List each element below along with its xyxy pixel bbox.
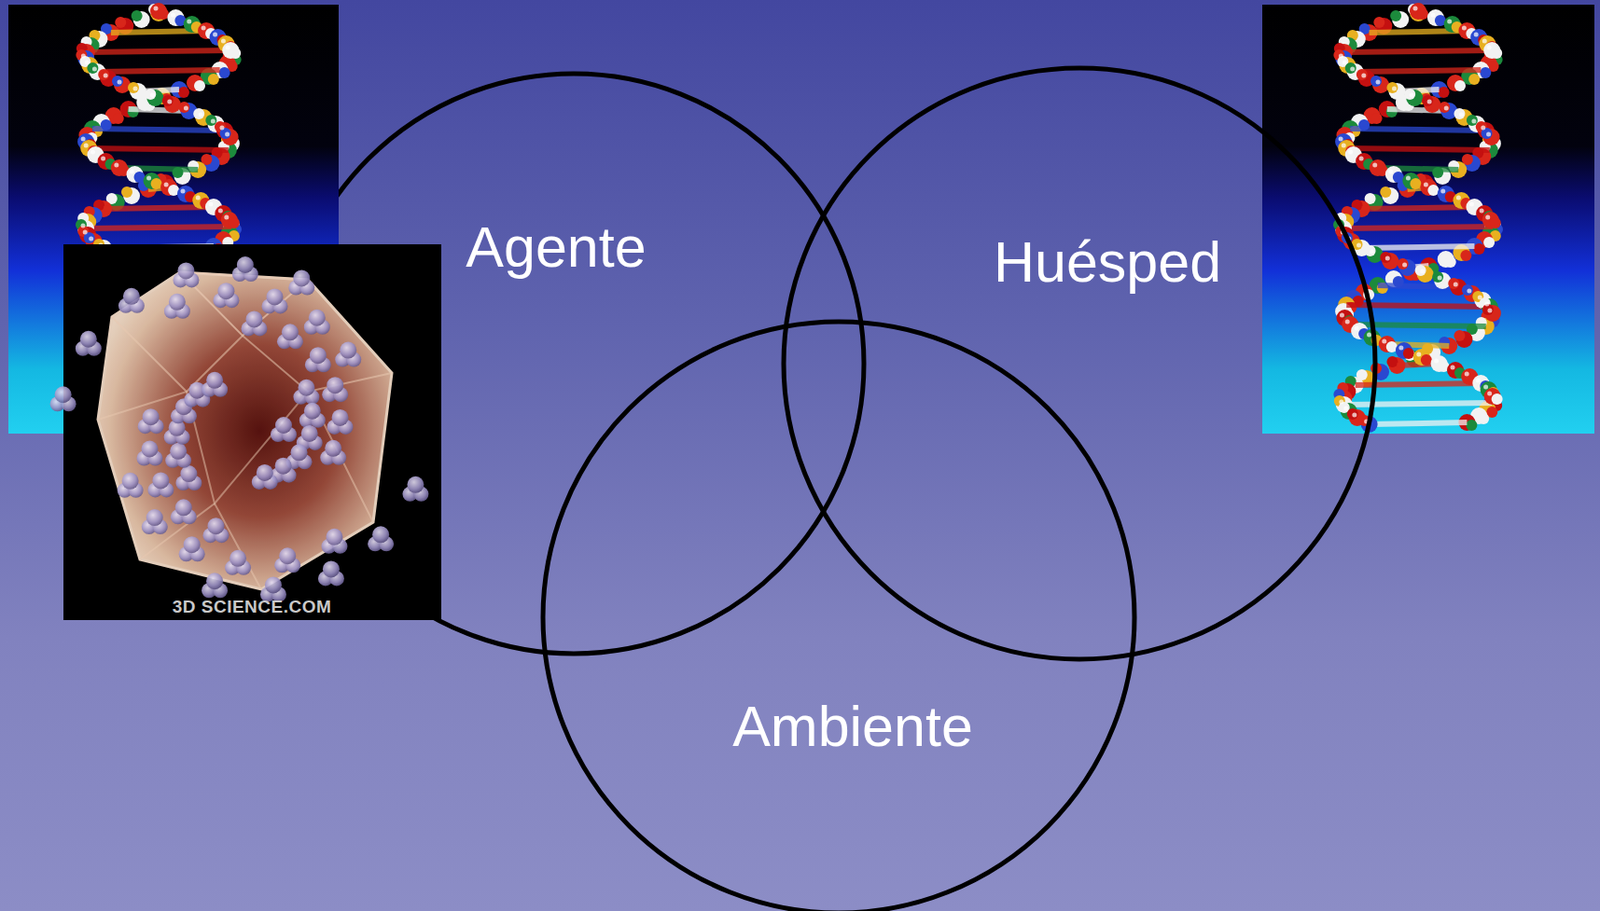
circle-outline — [283, 73, 864, 654]
virus-image — [50, 244, 442, 621]
watermark: 3D SCIENCE.COM — [172, 597, 333, 618]
circle-label: Ambiente — [732, 695, 974, 759]
dna-image — [1262, 2, 1595, 434]
venn-circle: Agente — [283, 73, 864, 654]
circle-label: Huésped — [993, 231, 1222, 294]
venn-circle: Ambiente — [542, 321, 1135, 911]
circle-label: Agente — [465, 216, 646, 279]
venn-circle: Huésped — [783, 68, 1376, 660]
circle-outline — [783, 68, 1376, 660]
circle-outline — [542, 321, 1135, 911]
